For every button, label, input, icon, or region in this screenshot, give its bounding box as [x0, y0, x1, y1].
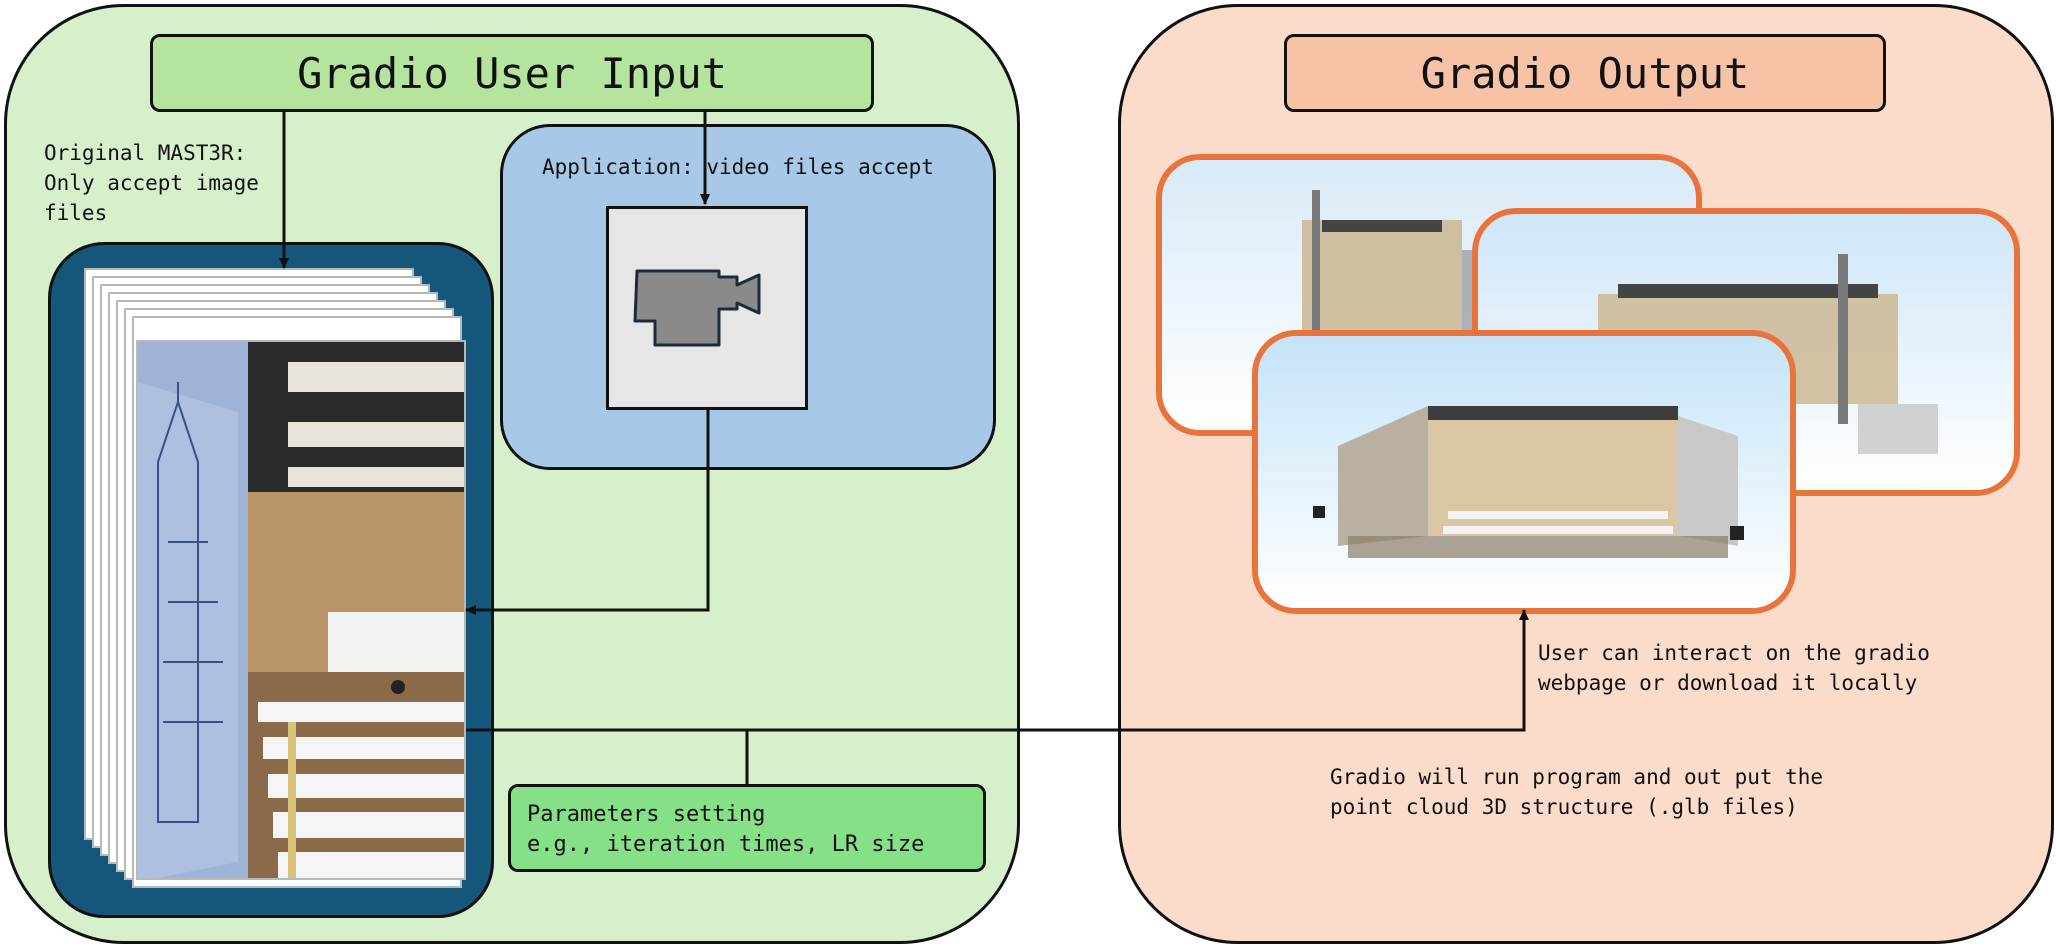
application-label: Application: video files accept	[542, 155, 934, 179]
point-cloud-view-front	[1252, 330, 1796, 614]
arrow-video-to-images	[465, 410, 710, 615]
interact-note: User can interact on the gradio webpage …	[1538, 641, 1930, 695]
lecture-hall-illustration	[138, 342, 464, 878]
arrow-images-to-output	[466, 609, 1529, 732]
video-camera-icon	[633, 269, 761, 347]
video-file-box	[606, 206, 808, 410]
output-title: Gradio Output	[1284, 34, 1886, 112]
run-program-note: Gradio will run program and out put the …	[1330, 765, 1824, 819]
parameters-setting-box: Parameters setting e.g., iteration times…	[508, 784, 986, 872]
original-mast3r-note: Original MAST3R: Only accept image files	[44, 141, 259, 225]
lecture-hall-photo	[136, 340, 466, 880]
input-title: Gradio User Input	[150, 34, 874, 112]
point-cloud-render-front	[1313, 406, 1744, 558]
